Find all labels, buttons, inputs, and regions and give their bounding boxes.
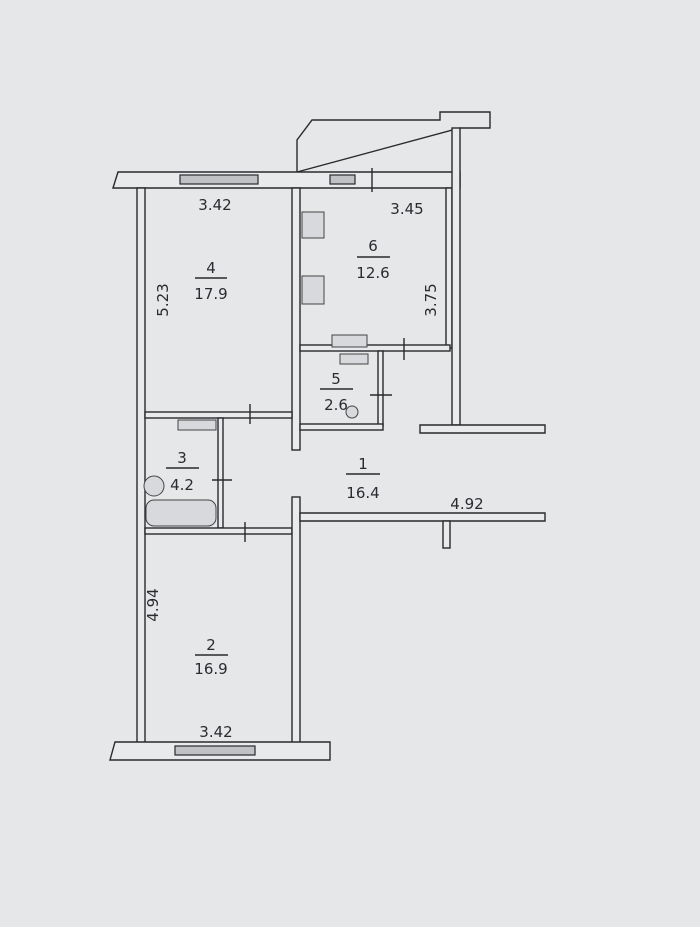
room-label-4: 4 17.9 bbox=[194, 259, 227, 303]
room-area: 17.9 bbox=[194, 285, 227, 303]
dimension-room2-length: 4.94 bbox=[144, 588, 162, 621]
room-label-5: 5 2.6 bbox=[320, 370, 353, 414]
window-room4 bbox=[179, 174, 259, 185]
bathtub-icon bbox=[145, 499, 217, 527]
wall-corridor-top bbox=[419, 424, 546, 434]
room-number: 4 bbox=[206, 259, 216, 277]
room-label-1: 1 16.4 bbox=[346, 455, 380, 502]
room-area: 12.6 bbox=[356, 264, 389, 282]
wall-bath-right bbox=[217, 417, 224, 529]
window-room2 bbox=[174, 745, 256, 756]
dimension-room4-width: 3.42 bbox=[198, 196, 231, 214]
dimension-room6-length: 3.75 bbox=[422, 283, 440, 316]
wall-wc-bottom bbox=[299, 423, 384, 431]
room-label-3: 3 4.2 bbox=[166, 449, 199, 494]
washbasin-icon bbox=[143, 475, 165, 497]
dimension-room4-length: 5.23 bbox=[154, 283, 172, 316]
room-area: 16.4 bbox=[346, 484, 379, 502]
door-marks bbox=[212, 338, 405, 542]
radiator-icon bbox=[177, 419, 217, 431]
wall-stub bbox=[442, 520, 451, 549]
wall-room4-bottom bbox=[144, 411, 293, 419]
sink-icon bbox=[301, 275, 325, 305]
room-area: 4.2 bbox=[170, 476, 194, 494]
balcony-outline bbox=[296, 111, 491, 173]
stove-icon bbox=[301, 211, 325, 239]
radiator-icon bbox=[339, 353, 369, 365]
room-number: 1 bbox=[358, 455, 368, 473]
room-area: 16.9 bbox=[194, 660, 227, 678]
room-label-6: 6 12.6 bbox=[356, 237, 390, 282]
toilet-icon bbox=[345, 405, 359, 419]
room-number: 5 bbox=[331, 370, 341, 388]
wall-corridor-bottom bbox=[299, 512, 546, 522]
dimension-corridor-length: 4.92 bbox=[450, 495, 483, 513]
wall-kitchen-bottom bbox=[299, 344, 451, 352]
wall-room4-room6 bbox=[291, 187, 301, 451]
wall-bath-bottom bbox=[144, 527, 293, 535]
room-label-2: 2 16.9 bbox=[194, 636, 228, 678]
room-number: 3 bbox=[177, 449, 187, 467]
room-area: 2.6 bbox=[324, 396, 348, 414]
left-exterior-wall bbox=[136, 187, 146, 746]
dimension-room6-width: 3.45 bbox=[390, 200, 423, 218]
dimension-room2-width: 3.42 bbox=[199, 723, 232, 741]
wall-room2-right bbox=[291, 496, 301, 746]
wall-wc-right bbox=[377, 350, 384, 427]
wall-kitchen-right bbox=[445, 187, 453, 349]
right-exterior-wall bbox=[451, 127, 461, 426]
room-number: 2 bbox=[206, 636, 216, 654]
top-exterior-wall bbox=[112, 171, 461, 189]
window-kitchen bbox=[329, 174, 356, 185]
room-number: 6 bbox=[368, 237, 378, 255]
radiator-icon bbox=[331, 334, 368, 348]
